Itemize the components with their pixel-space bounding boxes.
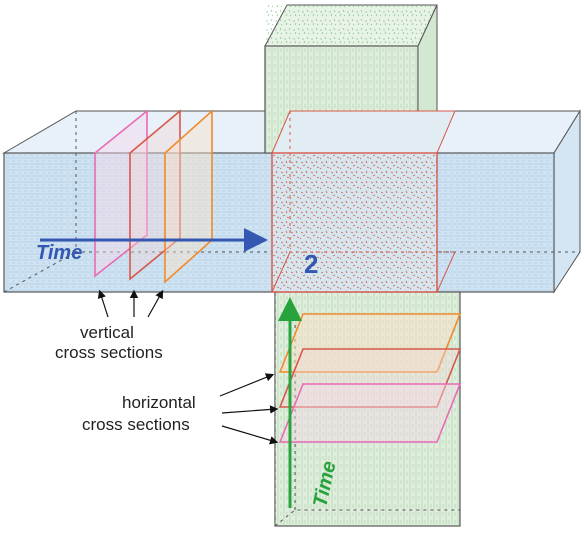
vertical-slice-pink [94, 109, 148, 278]
horizontal-label-line2: cross sections [82, 415, 190, 434]
intersection-block [271, 110, 456, 293]
horizontal-section-pointers [219, 373, 279, 445]
vertical-label-line1: vertical [80, 323, 134, 342]
horizontal-cross-sections [278, 313, 462, 443]
vertical-label-line2: cross sections [55, 343, 163, 362]
vertical-section-pointers [97, 289, 164, 318]
vertical-slice-red [129, 109, 181, 281]
horizontal-time-label: Time [36, 242, 82, 264]
intersection-number: 2 [304, 249, 318, 279]
vertical-cross-sections [94, 109, 213, 284]
horizontal-slice-pink [278, 383, 462, 443]
horizontal-label-line1: horizontal [122, 393, 196, 412]
horizontal-slice-red [278, 348, 462, 408]
horizontal-slice-orange [278, 313, 462, 373]
